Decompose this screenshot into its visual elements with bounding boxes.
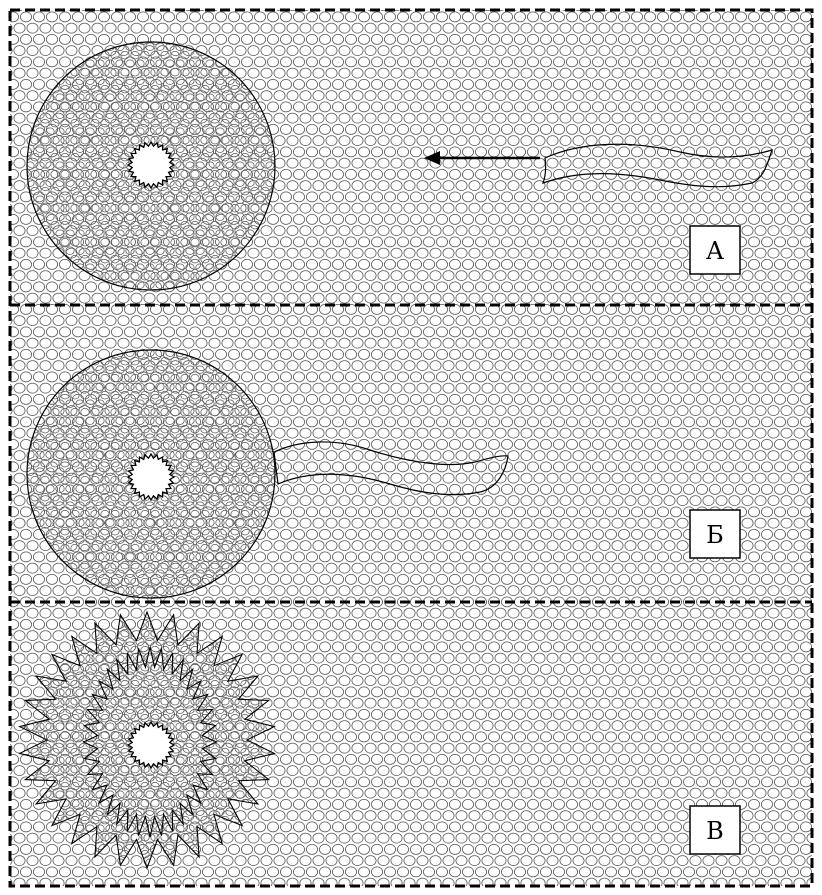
panel-label-a: А (706, 237, 724, 265)
panel-label-b: Б (706, 521, 724, 549)
egg-nucleus-c (128, 722, 174, 768)
egg-nucleus-a (128, 142, 174, 188)
panel-label-c: В (706, 817, 724, 845)
egg-nucleus-b (128, 454, 174, 500)
